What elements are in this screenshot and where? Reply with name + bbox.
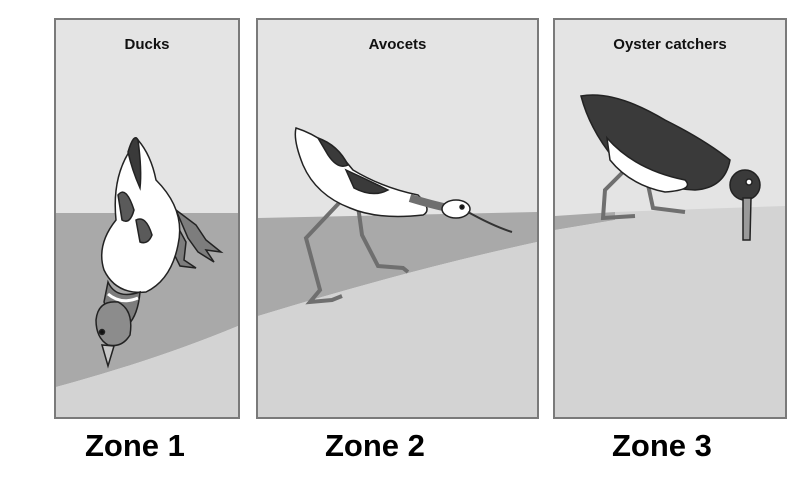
oystercatcher-eye <box>746 179 752 185</box>
zone-label-3: Zone 3 <box>612 428 712 464</box>
zone-label-2: Zone 2 <box>325 428 425 464</box>
panel-title: Oyster catchers <box>555 36 785 53</box>
avocet-eye <box>460 205 464 209</box>
avocet-head <box>442 200 470 218</box>
oystercatcher-scene <box>555 20 785 417</box>
oystercatcher-bill <box>743 198 751 240</box>
panel-title: Avocets <box>258 36 537 53</box>
duck-panel: Ducks <box>54 18 240 419</box>
duck-head <box>96 302 131 346</box>
panel-title: Ducks <box>56 36 238 53</box>
avocet-scene <box>258 20 537 417</box>
duck-scene <box>56 20 238 417</box>
oystercatcher-panel: Oyster catchers <box>553 18 787 419</box>
oystercatcher-head <box>730 170 760 200</box>
avocet-panel: Avocets <box>256 18 539 419</box>
duck-eye <box>100 330 105 335</box>
zone-label-1: Zone 1 <box>85 428 185 464</box>
